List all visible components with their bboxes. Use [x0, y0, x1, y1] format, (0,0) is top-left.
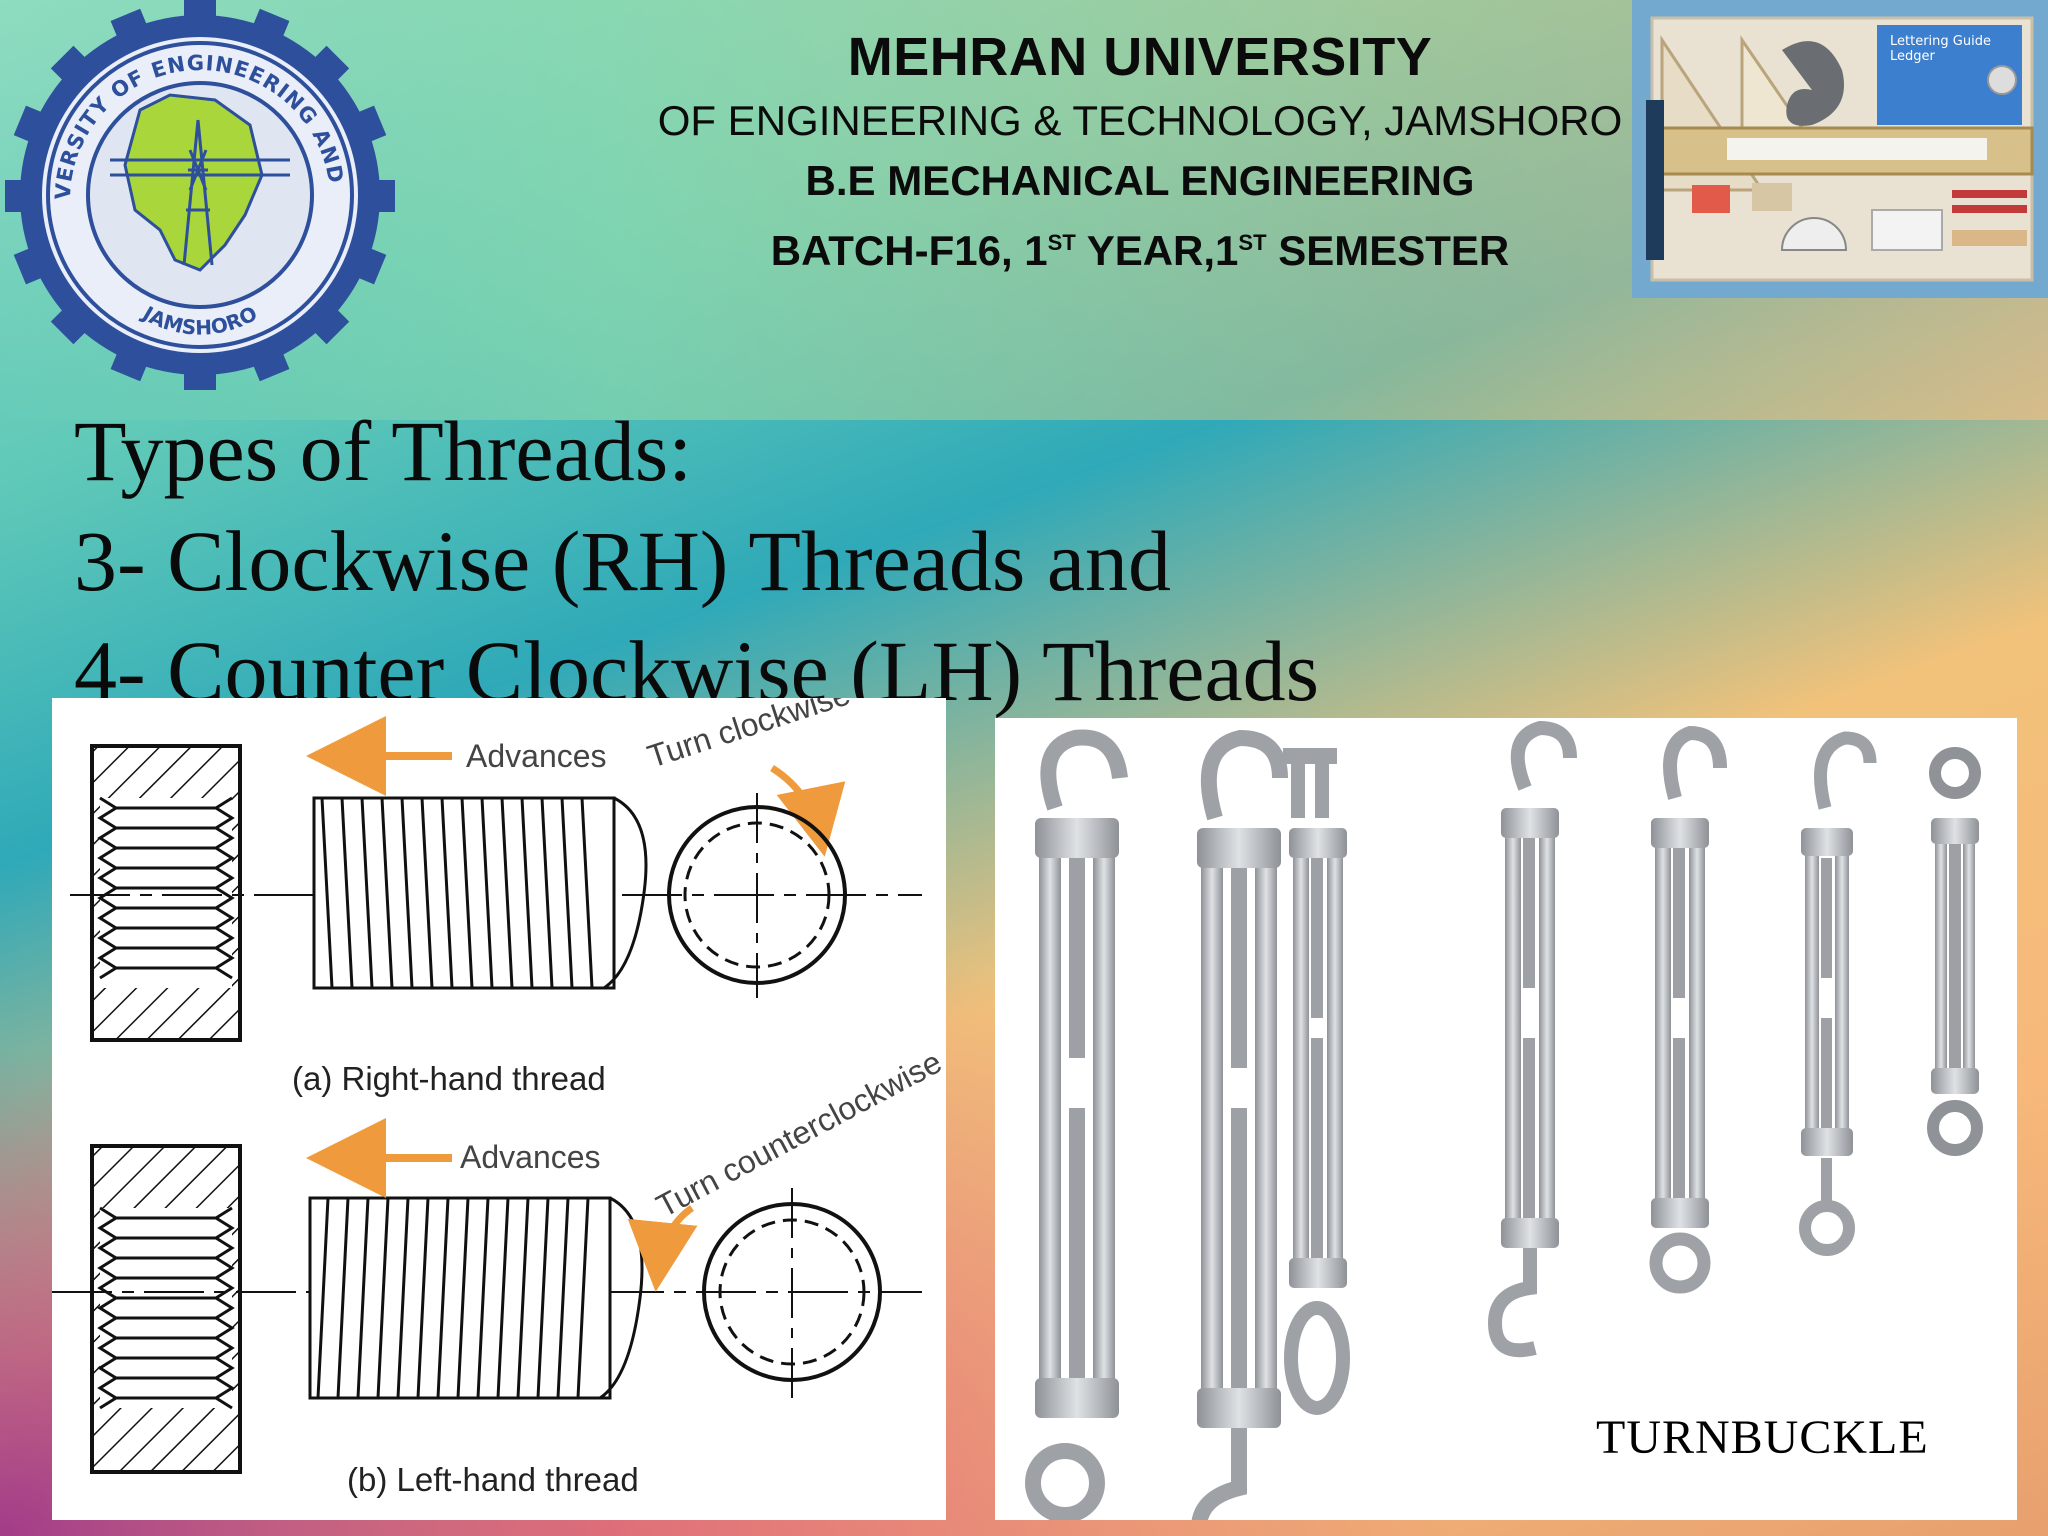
turnbuckle-photo-panel [995, 718, 2017, 1520]
department-line: B.E MECHANICAL ENGINEERING [805, 157, 1475, 204]
turnbuckle-7 [1927, 747, 1983, 1156]
lh-bolt [308, 1196, 644, 1400]
turnbuckle-illustration [1025, 720, 1983, 1520]
turnbuckle-1 [1025, 729, 1128, 1520]
heading-line-1: Types of Threads: [74, 403, 693, 499]
caption-left-hand: (b) Left-hand thread [347, 1461, 639, 1498]
heading-line-2: 3- Clockwise (RH) Threads and [74, 513, 1172, 609]
rh-nut-section [90, 744, 242, 1042]
turnbuckle-4 [1487, 720, 1577, 1358]
slide-heading: Types of Threads: 3- Clockwise (RH) Thre… [74, 396, 1574, 726]
advances-label-a: Advances [466, 738, 607, 774]
turn-label-b: Turn counterclockwise [650, 1043, 946, 1224]
batch-line: BATCH-F16, 1ST YEAR,1ST SEMESTER [770, 227, 1510, 274]
lh-end-view [702, 1188, 882, 1398]
advances-label-b: Advances [460, 1139, 601, 1175]
university-title: MEHRAN UNIVERSITY [847, 27, 1433, 87]
turnbuckle-3 [1283, 748, 1350, 1415]
header: MEHRAN UNIVERSITY OF ENGINEERING & TECHN… [640, 22, 1640, 282]
caption-right-hand: (a) Right-hand thread [292, 1060, 606, 1097]
turnbuckle-label: TURNBUCKLE [1596, 1411, 1929, 1464]
guide-label-1: Lettering Guide [1890, 34, 1991, 49]
turn-label-a: Turn clockwise [643, 698, 854, 775]
university-logo: MEHRAN UNIVERSITY OF ENGINEERING AND TEC… [0, 0, 395, 390]
turnbuckle-6 [1799, 731, 1877, 1256]
thread-diagram-panel: Advances Turn clockwise (a) Right-hand t… [52, 698, 946, 1520]
turnbuckle-5 [1649, 725, 1727, 1294]
guide-label-2: Ledger [1890, 49, 1936, 64]
thread-diagram: Advances Turn clockwise (a) Right-hand t… [52, 698, 946, 1498]
turnbuckle-2 [1191, 729, 1288, 1520]
lh-nut-section [90, 1144, 242, 1474]
drafting-tools-photo: Lettering Guide Ledger [1632, 0, 2048, 298]
rh-bolt [312, 796, 648, 990]
university-subtitle: OF ENGINEERING & TECHNOLOGY, JAMSHORO [657, 97, 1623, 144]
rh-end-view [667, 793, 847, 998]
